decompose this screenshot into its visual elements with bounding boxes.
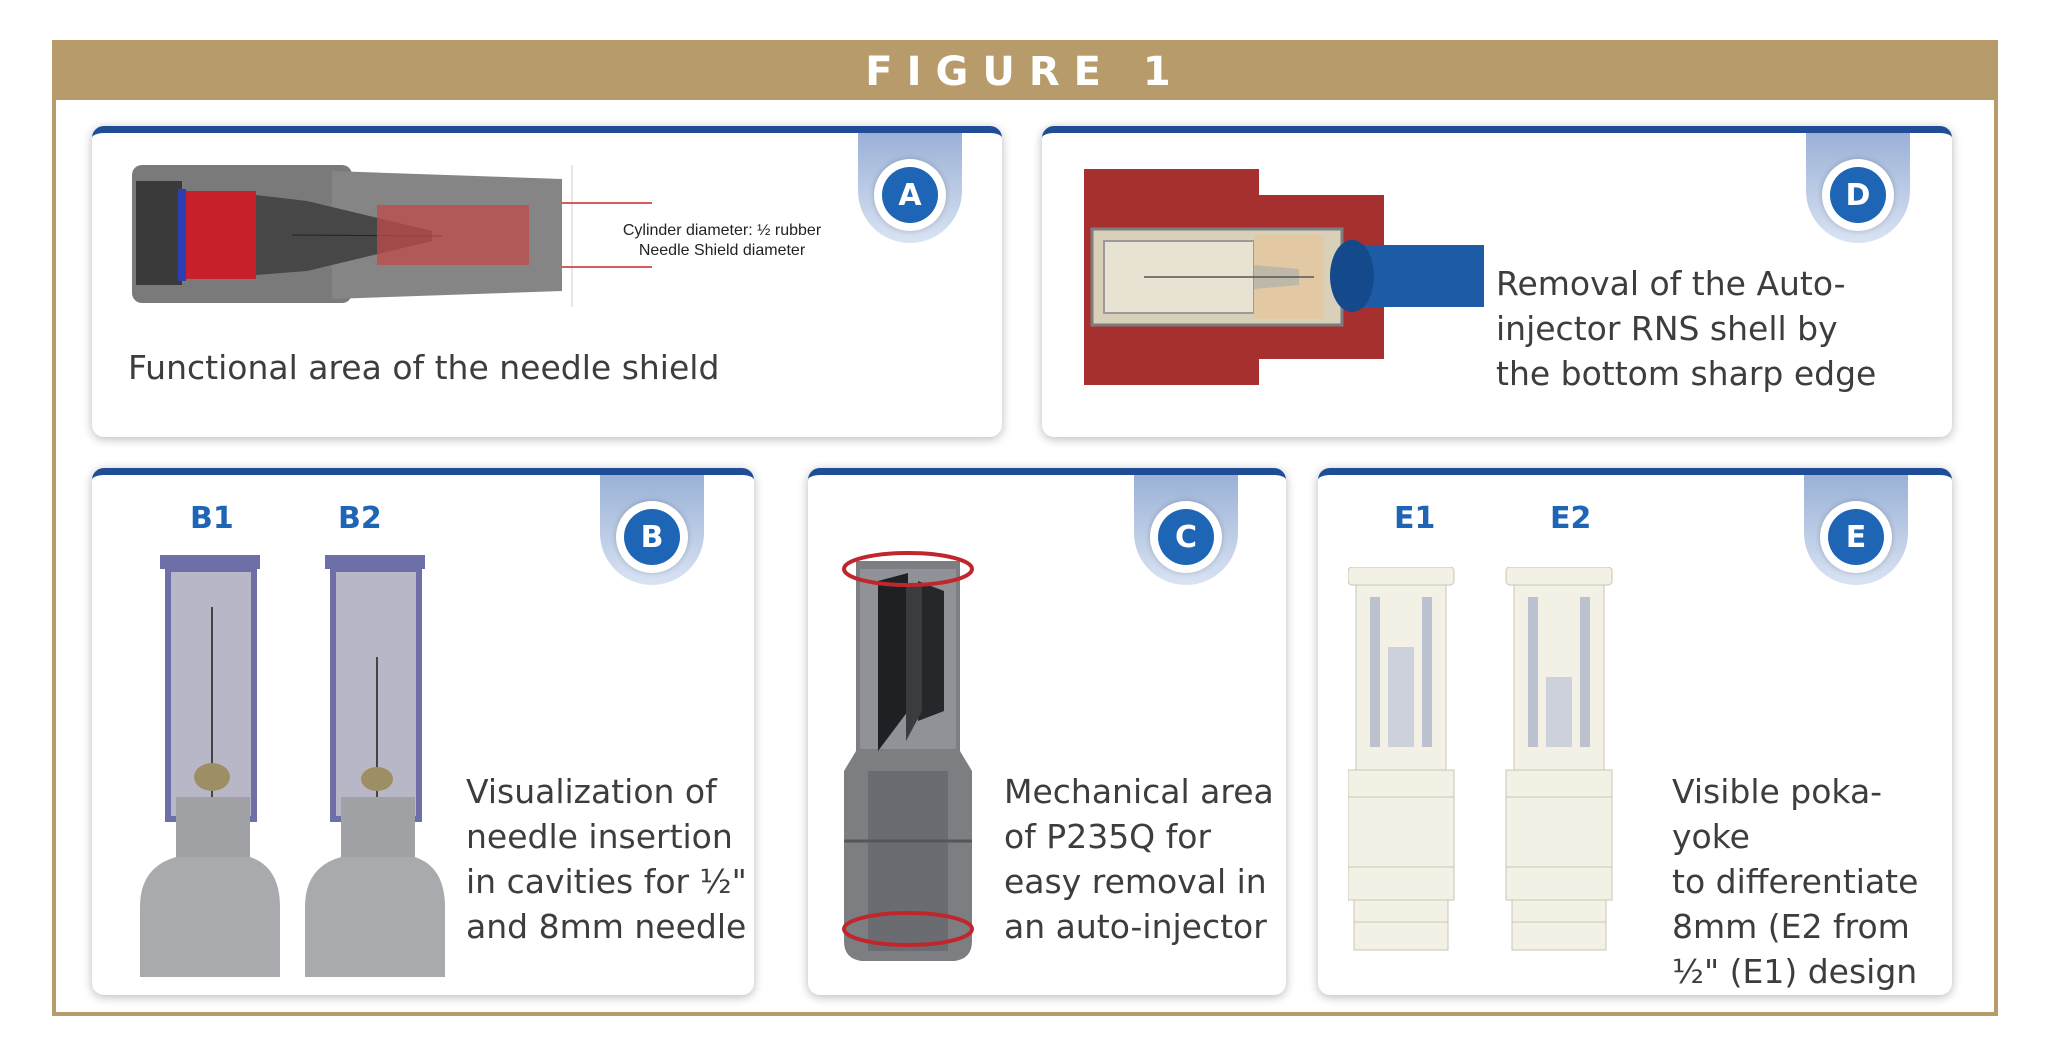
panel-c-badge-ring: C	[1150, 501, 1222, 573]
label-e1: E1	[1394, 501, 1436, 536]
figure-title-bar: FIGURE 1	[56, 44, 1994, 100]
panel-b: B1 B2 Visualization of needle insertion …	[92, 468, 754, 995]
dimension-label-line-1: Cylinder diameter: ½ rubber	[622, 222, 822, 239]
panel-b-badge: B	[624, 509, 680, 565]
panel-d-badge-tab: D	[1806, 133, 1910, 243]
p235q-shield-image	[842, 551, 974, 961]
needle-shield-cross-section-image	[132, 165, 652, 307]
panel-e: E1 E2 Visible poka-yoke to dif	[1318, 468, 1952, 995]
panel-b-badge-ring: B	[616, 501, 688, 573]
panel-d-badge: D	[1830, 167, 1886, 223]
panel-c-badge: C	[1158, 509, 1214, 565]
panel-a-badge: A	[882, 167, 938, 223]
label-b2: B2	[338, 501, 382, 536]
label-e2: E2	[1550, 501, 1592, 536]
poka-yoke-shields-image	[1348, 567, 1613, 951]
panel-e-badge-tab: E	[1804, 475, 1908, 585]
panel-c: Mechanical area of P235Q for easy remova…	[808, 468, 1286, 995]
figure-title: FIGURE 1	[865, 49, 1185, 95]
label-b1: B1	[190, 501, 234, 536]
panel-a-badge-tab: A	[858, 133, 962, 243]
panel-d-caption: Removal of the Auto- injector RNS shell …	[1496, 264, 1877, 393]
panel-a-badge-ring: A	[874, 159, 946, 231]
panel-a: Cylinder diameter: ½ rubber Needle Shiel…	[92, 126, 1002, 437]
panel-c-caption: Mechanical area of P235Q for easy remova…	[1004, 772, 1274, 946]
panel-c-badge-tab: C	[1134, 475, 1238, 585]
dimension-label: Cylinder diameter: ½ rubber Needle Shiel…	[592, 221, 852, 261]
panel-e-badge: E	[1828, 509, 1884, 565]
needle-cavities-image	[140, 555, 445, 977]
panel-d: Removal of the Auto- injector RNS shell …	[1042, 126, 1952, 437]
panel-a-caption: Functional area of the needle shield	[128, 348, 720, 387]
panel-b-caption: Visualization of needle insertion in cav…	[466, 772, 747, 946]
panel-e-badge-ring: E	[1820, 501, 1892, 573]
auto-injector-removal-image	[1084, 169, 1484, 385]
panel-b-badge-tab: B	[600, 475, 704, 585]
panel-d-badge-ring: D	[1822, 159, 1894, 231]
panel-e-caption: Visible poka-yoke to differentiate 8mm (…	[1672, 772, 1919, 991]
dimension-label-line-2: Needle Shield diameter	[638, 242, 806, 259]
